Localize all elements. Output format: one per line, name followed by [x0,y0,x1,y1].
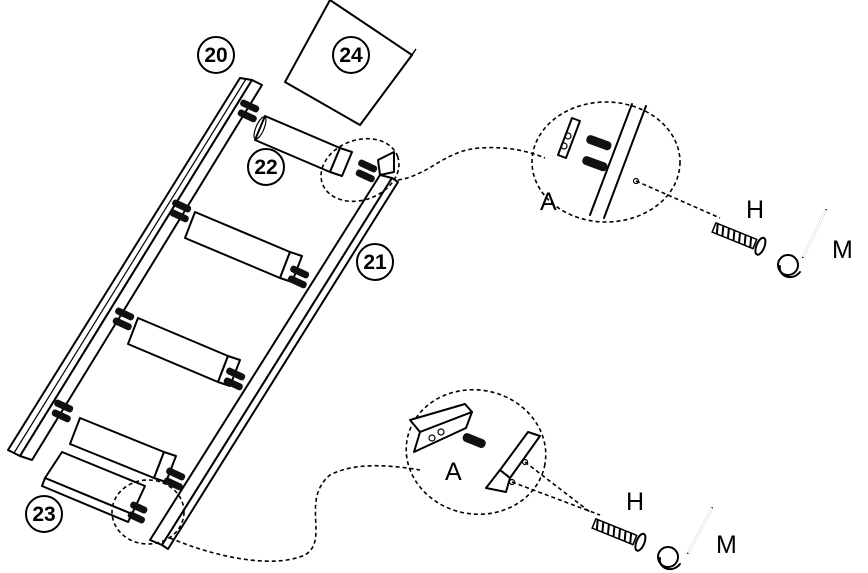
screw-h-top [711,221,767,256]
badge-21: 21 [356,243,394,281]
callout-bottom [111,479,185,545]
label-detail-a-top: A [540,188,557,216]
panel-24 [284,0,417,126]
label-20: 20 [204,44,227,67]
leader-top [397,146,546,181]
badge-24: 24 [332,36,370,74]
label-24: 24 [339,44,363,67]
screw-h-bottom [591,517,647,552]
label-21: 21 [363,251,387,274]
rung-4 [69,417,177,483]
label-key-m-top: M [832,236,853,264]
badge-23: 23 [25,495,63,533]
side-panel-20 [7,77,263,461]
label-screw-h-top: H [746,196,764,224]
label-key-m-bottom: M [716,531,737,559]
detail-a-bottom [405,388,601,516]
label-screw-h-bottom: H [626,488,644,516]
rung-3 [127,317,241,387]
allen-key-m-bottom [657,507,713,571]
rung-2 [184,211,303,283]
callout-top [320,137,400,203]
allen-key-m-top [777,209,827,279]
rung-22 [253,115,353,177]
badge-22: 22 [247,148,285,186]
leader-bottom [169,464,421,562]
detail-a-top [531,101,721,223]
label-23: 23 [32,503,55,526]
dowels [51,99,378,524]
badge-20: 20 [197,36,235,74]
label-22: 22 [254,156,277,179]
label-detail-a-bottom: A [445,458,462,486]
